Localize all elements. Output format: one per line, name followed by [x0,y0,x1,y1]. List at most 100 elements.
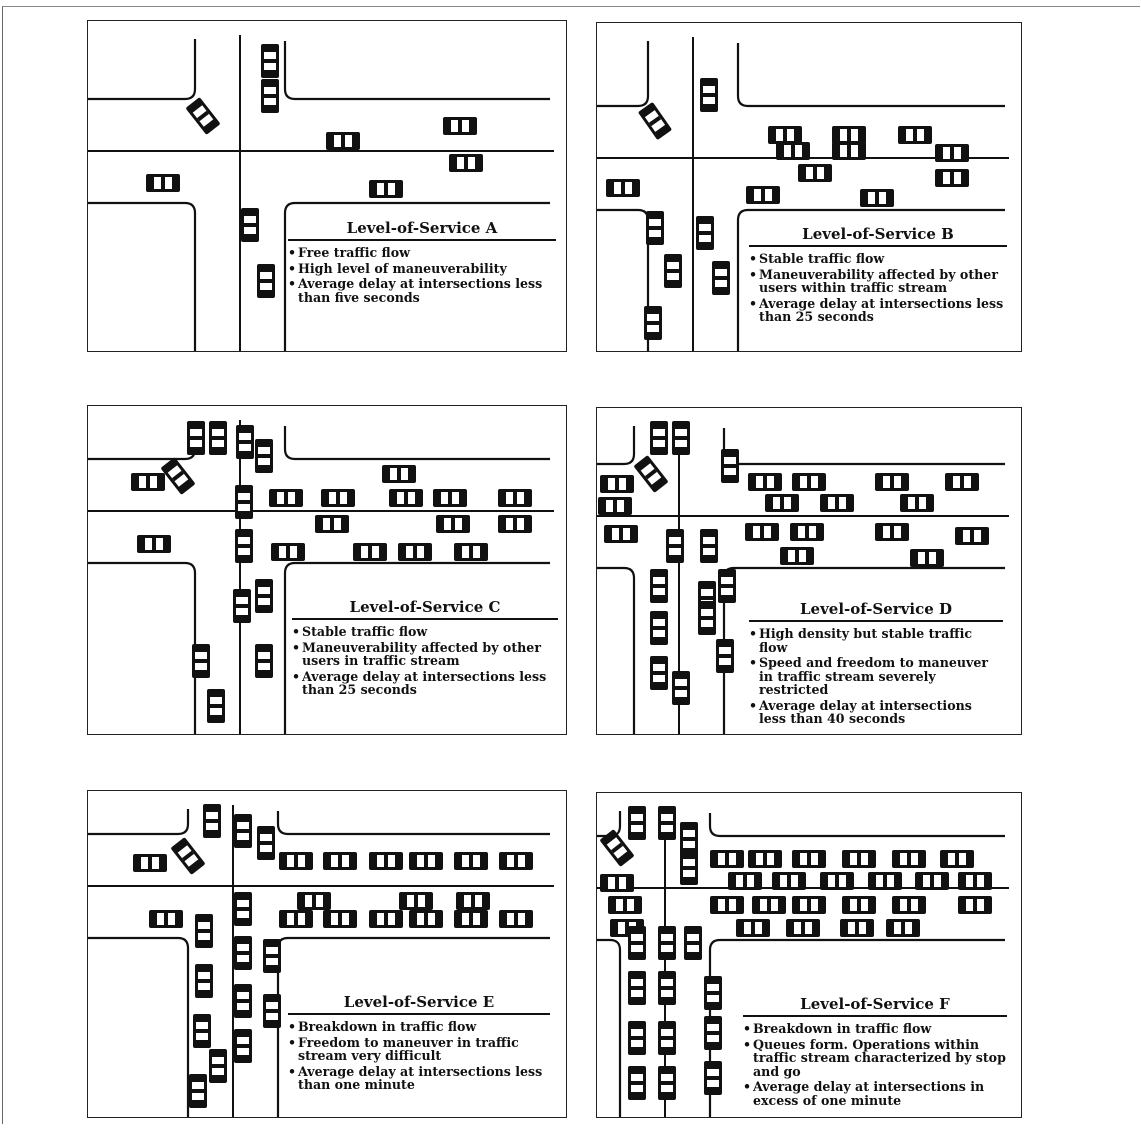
car-icon [792,896,826,914]
car-roof [801,922,805,934]
car-icon [746,186,780,204]
car-roof [424,855,428,867]
los-b-bullet-1: Stable traffic flow [749,252,1007,266]
car-icon [704,1061,722,1095]
car-icon [193,1014,211,1048]
car-roof [907,853,911,865]
car-icon [271,543,305,561]
road-curb-top-right [285,41,550,99]
car-roof [294,855,298,867]
car-icon [263,994,281,1028]
los-e-panel: Level-of-Service E Breakdown in traffic … [87,790,567,1118]
car-roof [238,544,250,548]
car-roof [703,544,715,548]
car-icon [449,154,483,172]
car-roof [384,183,388,195]
car-icon [658,1021,676,1055]
car-icon [792,473,826,491]
car-roof [647,321,659,325]
car-icon [187,421,205,455]
car-icon [261,79,279,113]
car-roof [448,492,452,504]
car-icon [498,489,532,507]
los-c-bullet-1: Stable traffic flow [292,625,558,639]
car-roof [212,436,224,440]
car-icon [195,964,213,998]
car-roof [724,464,736,468]
car-roof [890,476,894,488]
road-curb-top-left [597,811,620,836]
car-roof [707,1076,719,1080]
car-roof [930,875,934,887]
car-roof [196,1029,208,1033]
car-icon [149,910,183,928]
car-roof [847,129,851,141]
car-roof [701,616,713,620]
car-icon [745,523,779,541]
car-icon [752,896,786,914]
car-roof [469,855,473,867]
car-roof [653,584,665,588]
los-e-bullet-3: Average delay at intersections less than… [288,1065,550,1092]
car-roof [687,941,699,945]
car-icon [608,896,642,914]
car-icon [704,976,722,1010]
car-roof [266,1009,278,1013]
car-roof [653,671,665,675]
car-icon [680,851,698,885]
car-roof [683,866,695,870]
car-roof [763,476,767,488]
car-roof [661,1081,673,1085]
car-roof [761,189,765,201]
car-roof [397,468,401,480]
car-icon [234,936,252,970]
car-roof [413,546,417,558]
car-icon [389,489,423,507]
car-roof [414,895,418,907]
car-roof [795,550,799,562]
car-icon [255,439,273,473]
car-roof [236,604,248,608]
car-icon [860,189,894,207]
los-d-bullet-3: Average delay at intersections less than… [749,699,1003,726]
car-icon [279,910,313,928]
car-icon [600,874,634,892]
car-icon [798,164,832,182]
car-roof [146,476,150,488]
car-icon [133,854,167,872]
car-icon [710,850,744,868]
car-icon [382,465,416,483]
car-icon [698,601,716,635]
los-c-panel: Level-of-Service C Stable traffic flow M… [87,405,567,735]
car-icon [628,971,646,1005]
car-roof [258,594,270,598]
car-icon [498,515,532,533]
car-icon [650,569,668,603]
road-curb-top-left [597,426,634,464]
car-roof [701,596,713,600]
car-roof [807,899,811,911]
car-icon [696,216,714,250]
car-icon [146,174,180,192]
los-d-title: Level-of-Service D [749,600,1003,622]
car-icon [209,421,227,455]
car-icon [790,523,824,541]
car-roof [857,853,861,865]
road-curb-top-left [88,809,188,834]
car-roof [913,129,917,141]
car-roof [424,913,428,925]
car-icon [628,1021,646,1055]
car-icon [868,872,902,890]
car-roof [807,853,811,865]
car-icon [234,1029,252,1063]
car-icon [297,892,331,910]
car-icon [326,132,360,150]
car-roof [238,500,250,504]
car-icon [409,852,443,870]
car-icon [958,872,992,890]
car-icon [454,910,488,928]
car-roof [901,922,905,934]
car-roof [613,500,617,512]
car-icon [598,497,632,515]
car-icon [257,264,275,298]
